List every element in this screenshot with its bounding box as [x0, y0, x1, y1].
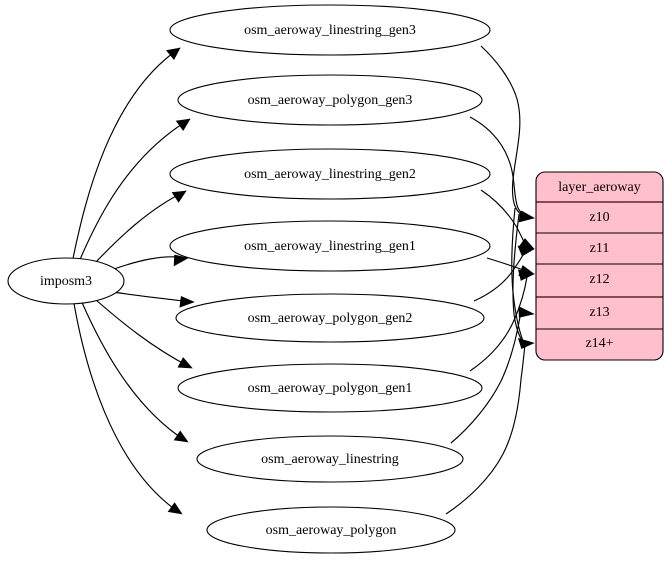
node-shape-ellipse[interactable] [169, 4, 491, 56]
node-shape-ellipse[interactable] [196, 435, 464, 483]
node-shape-ellipse[interactable] [175, 293, 485, 343]
edge-group-nodes-to-table [445, 45, 535, 515]
edge-imposm3-to-polygon [73, 303, 183, 515]
node-label: osm_aeroway_polygon_gen1 [248, 381, 413, 396]
arrowhead [517, 337, 535, 350]
edge-routing-spline [512, 213, 525, 345]
edge-path [445, 344, 526, 515]
arrowhead [171, 190, 187, 203]
table-row-z12-label[interactable]: z12 [589, 272, 609, 287]
node-shape-ellipse[interactable] [177, 363, 483, 413]
edge-polygon-gen2-to-z11 [473, 245, 535, 302]
node-label: imposm3 [40, 274, 92, 289]
edge-linestring-to-z13 [450, 306, 535, 444]
arrowhead [165, 47, 181, 61]
edge-imposm3-to-linestring-gen3 [72, 47, 181, 259]
edge-polygon-to-z14plus [445, 337, 535, 515]
node-label: osm_aeroway_linestring_gen1 [244, 239, 416, 254]
arrowhead [179, 295, 195, 308]
node-layer_aeroway-table[interactable]: layer_aeroway z10 z11 z12 z13 z14+ [535, 171, 664, 361]
node-osm_aeroway_linestring_gen2[interactable]: osm_aeroway_linestring_gen2 [169, 148, 491, 200]
arrowhead [175, 118, 191, 132]
arrowhead [519, 210, 535, 223]
node-imposm3[interactable]: imposm3 [7, 257, 125, 305]
edge-imposm3-to-polygon-gen3 [79, 118, 191, 260]
node-shape-ellipse[interactable] [206, 506, 456, 554]
arrowhead [167, 502, 183, 515]
arrowhead [173, 430, 189, 443]
node-label: osm_aeroway_linestring_gen3 [244, 23, 416, 38]
node-osm_aeroway_polygon_gen3[interactable]: osm_aeroway_polygon_gen3 [177, 74, 483, 126]
arrowhead [518, 306, 535, 318]
node-label: osm_aeroway_polygon_gen3 [248, 93, 413, 108]
node-osm_aeroway_linestring_gen3[interactable]: osm_aeroway_linestring_gen3 [169, 4, 491, 56]
edge-path [81, 302, 187, 442]
node-osm_aeroway_polygon_gen2[interactable]: osm_aeroway_polygon_gen2 [175, 293, 485, 343]
edge-imposm3-to-polygon-gen1 [95, 299, 193, 369]
node-osm_aeroway_polygon_gen1[interactable]: osm_aeroway_polygon_gen1 [177, 363, 483, 413]
node-shape-ellipse[interactable] [177, 74, 483, 126]
table-row-z10-label[interactable]: z10 [589, 210, 609, 225]
arrowhead [173, 254, 189, 267]
node-shape-ellipse[interactable] [169, 220, 491, 272]
table-row-header-label: layer_aeroway [558, 180, 640, 195]
node-label: osm_aeroway_linestring [261, 452, 399, 467]
table-row-z13-label[interactable]: z13 [589, 305, 609, 320]
node-shape-ellipse[interactable] [7, 257, 125, 305]
edge-imposm3-to-linestring [81, 302, 189, 443]
edge-path [72, 47, 181, 259]
arrowhead [177, 357, 193, 369]
node-shape-ellipse[interactable] [169, 148, 491, 200]
edge-polygon-gen3-to-z10 [469, 116, 535, 223]
table-row-z14plus-label[interactable]: z14+ [585, 336, 613, 351]
edge-path [95, 299, 191, 368]
edge-path [94, 190, 187, 264]
arrowhead [517, 269, 535, 281]
edge-path [79, 118, 191, 260]
edge-imposm3-to-linestring-gen2 [94, 190, 187, 264]
node-osm_aeroway_polygon[interactable]: osm_aeroway_polygon [206, 506, 456, 554]
edge-path [73, 303, 181, 514]
table-row-z11-label[interactable]: z11 [590, 241, 610, 256]
edge-imposm3-to-linestring-gen1 [113, 254, 189, 270]
node-label: osm_aeroway_linestring_gen2 [244, 167, 416, 182]
table-background[interactable] [535, 171, 664, 361]
edge-imposm3-to-polygon-gen2 [115, 291, 195, 308]
node-osm_aeroway_linestring[interactable]: osm_aeroway_linestring [196, 435, 464, 483]
node-label: osm_aeroway_polygon_gen2 [248, 311, 413, 326]
edge-path [450, 316, 521, 444]
arrowhead [517, 245, 535, 257]
node-osm_aeroway_linestring_gen1[interactable]: osm_aeroway_linestring_gen1 [169, 220, 491, 272]
node-label: osm_aeroway_polygon [266, 523, 397, 538]
edge-group-source-to-nodes [72, 47, 195, 515]
edge-path [480, 45, 524, 217]
